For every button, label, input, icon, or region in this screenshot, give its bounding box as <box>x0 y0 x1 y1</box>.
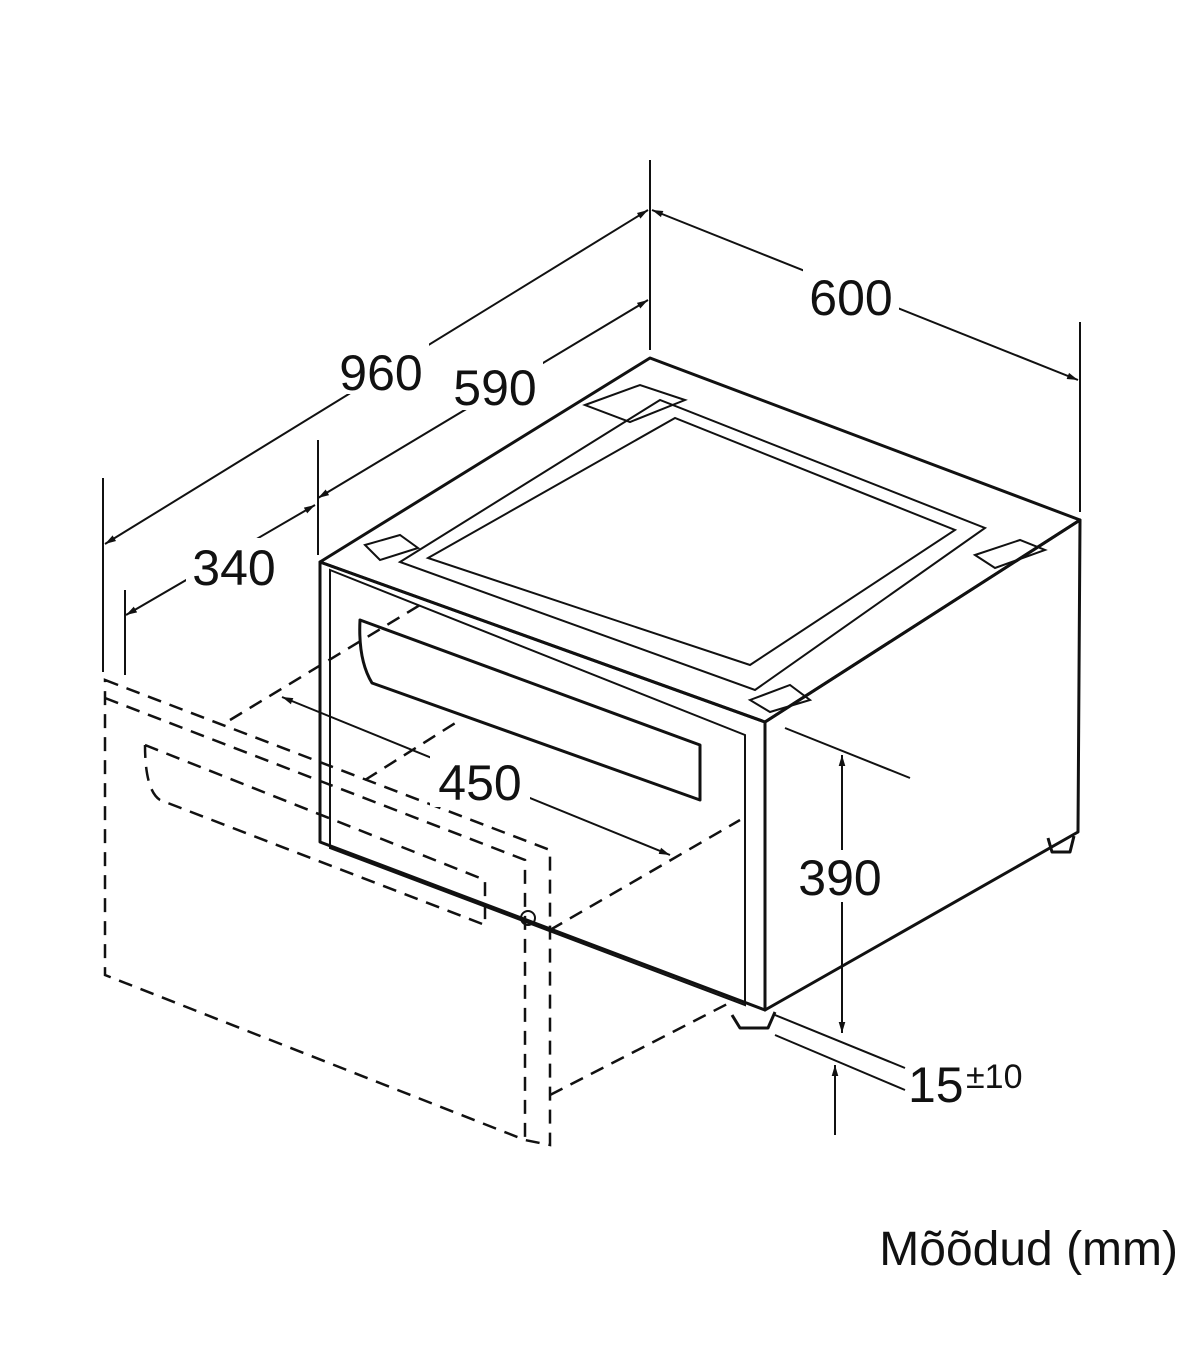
dim-label-height: 390 <box>798 850 881 906</box>
dimension-lines <box>104 209 1079 1135</box>
foot <box>730 1011 777 1030</box>
dim-label-overall-depth: 960 <box>339 345 422 401</box>
dim-label-foot-tolerance: ±10 <box>966 1058 1022 1096</box>
dim-label-width: 600 <box>809 270 892 326</box>
pedestal-body <box>318 356 1082 1030</box>
dim-label-drawer-extension: 340 <box>192 540 275 596</box>
extension-lines <box>102 160 1081 1091</box>
dim-label-foot-height: 15 <box>908 1057 964 1113</box>
extended-drawer-outline <box>103 603 741 1147</box>
dim-label-body-depth: 590 <box>453 360 536 416</box>
dim-label-drawer-travel: 450 <box>438 755 521 811</box>
units-caption: Mõõdud (mm) <box>879 1223 1178 1276</box>
